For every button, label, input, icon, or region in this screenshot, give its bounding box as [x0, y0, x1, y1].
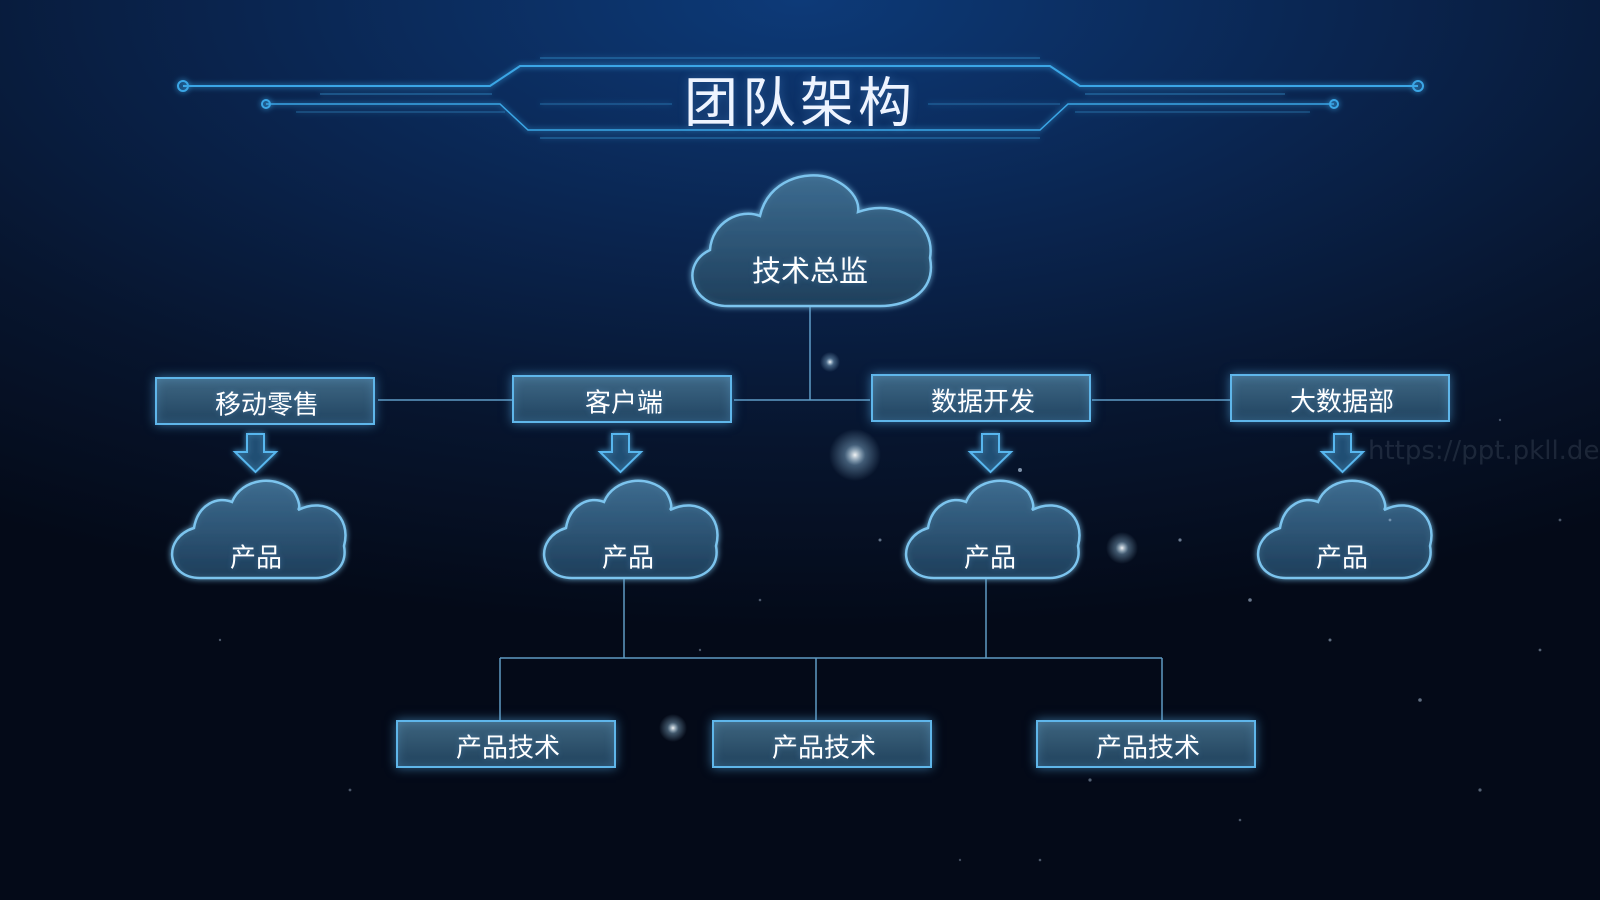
- down-arrow-icon: [232, 433, 279, 474]
- watermark-text: https://ppt.pkll.de: [1368, 436, 1600, 466]
- down-arrow-icon: [597, 433, 644, 474]
- tech-team-box[interactable]: 产品技术: [1036, 720, 1256, 768]
- stars: [218, 352, 1562, 862]
- clouds: [170, 174, 1433, 580]
- cloud-icon: [542, 479, 719, 580]
- down-arrow-icon: [967, 433, 1014, 474]
- tech-team-box[interactable]: 产品技术: [712, 720, 932, 768]
- cloud-icon: [170, 479, 347, 580]
- dept-label: 客户端: [584, 388, 664, 419]
- dept-box-mobile-retail[interactable]: 移动零售: [155, 377, 375, 425]
- dept-label: 移动零售: [214, 390, 320, 421]
- page-title: 团队架构: [684, 71, 916, 135]
- product-node-label: 产品: [229, 543, 283, 574]
- dept-box-big-data[interactable]: 大数据部: [1230, 374, 1450, 422]
- title-frame: [177, 57, 1424, 139]
- connector-lines: [378, 306, 1230, 720]
- cloud-icon: [904, 479, 1081, 580]
- tech-team-label: 产品技术: [455, 733, 561, 764]
- product-node-label: 产品: [601, 543, 655, 574]
- product-node-label: 产品: [963, 543, 1017, 574]
- cloud-icon: [691, 174, 933, 308]
- dept-box-data-dev[interactable]: 数据开发: [871, 374, 1091, 422]
- root-node-label: 技术总监: [751, 254, 869, 288]
- tech-team-label: 产品技术: [771, 733, 877, 764]
- down-arrow-icon: [1319, 433, 1366, 474]
- dept-label: 数据开发: [930, 387, 1036, 418]
- down-arrows: [232, 433, 1366, 474]
- tech-team-box[interactable]: 产品技术: [396, 720, 616, 768]
- cloud-icon: [1256, 479, 1433, 580]
- dept-label: 大数据部: [1289, 387, 1395, 418]
- product-node-label: 产品: [1315, 543, 1369, 574]
- tech-team-label: 产品技术: [1095, 733, 1201, 764]
- dept-box-client[interactable]: 客户端: [512, 375, 732, 423]
